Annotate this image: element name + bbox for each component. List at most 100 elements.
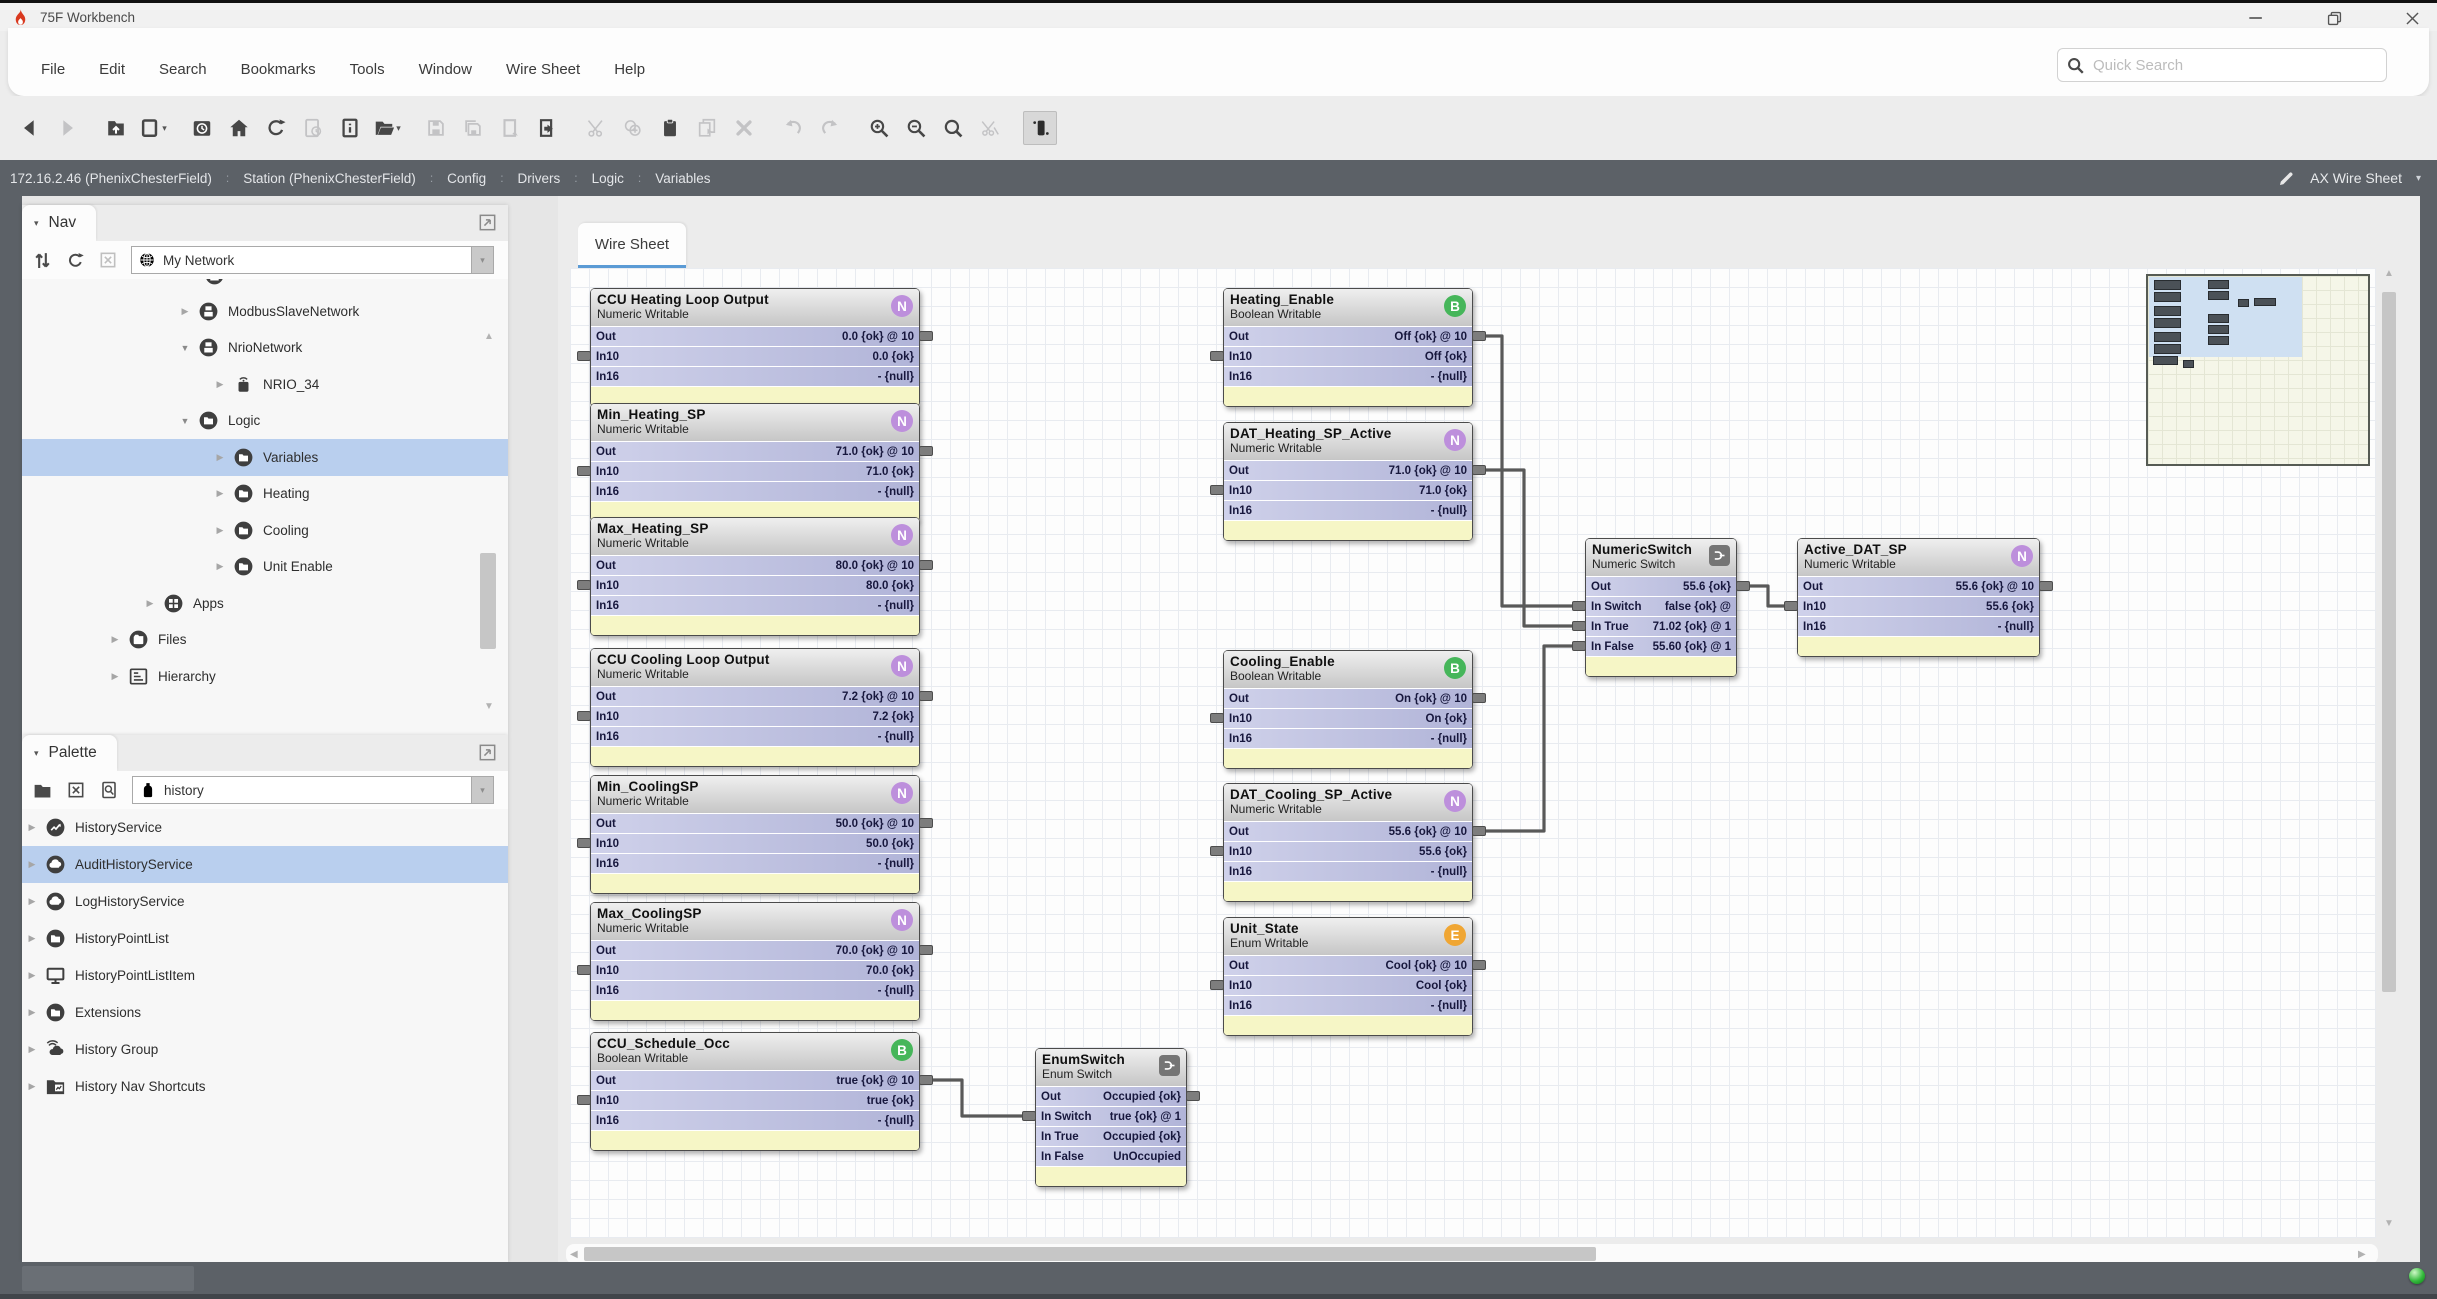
back-button[interactable]: [14, 112, 46, 144]
zoom-reset-button[interactable]: [937, 112, 969, 144]
palette-item-history-group[interactable]: ▶History Group: [22, 1031, 508, 1068]
paste-button[interactable]: [654, 112, 686, 144]
block-slot-in10[interactable]: In10Cool {ok}: [1224, 976, 1472, 995]
nav-item-unit-enable[interactable]: ▶Unit Enable: [22, 549, 508, 586]
block-header[interactable]: EnumSwitchEnum Switch: [1036, 1049, 1186, 1086]
palette-panel-tab[interactable]: ▾ Palette: [22, 735, 117, 771]
output-port[interactable]: [1472, 826, 1486, 836]
breadcrumb-logic[interactable]: Logic: [592, 171, 624, 186]
output-port[interactable]: [919, 818, 933, 828]
block-slot-in16[interactable]: In16- {null}: [591, 727, 919, 746]
block-slot-in10[interactable]: In10true {ok}: [591, 1091, 919, 1110]
nav-scrollbar-thumb[interactable]: [480, 553, 496, 649]
block-slot-out[interactable]: Out55.6 {ok} @ 10: [1224, 822, 1472, 841]
block-slot-out[interactable]: OutOccupied {ok}: [1036, 1087, 1186, 1106]
open-palette-icon[interactable]: [32, 780, 53, 801]
menu-help[interactable]: Help: [597, 53, 662, 86]
block-slot-in10[interactable]: In1050.0 {ok}: [591, 834, 919, 853]
view-selector[interactable]: AX Wire Sheet: [2310, 170, 2402, 186]
panel-caret-icon[interactable]: ▾: [34, 748, 39, 759]
block-slot-in10[interactable]: In1055.6 {ok}: [1224, 842, 1472, 861]
nav-item-apps[interactable]: ▶Apps: [22, 585, 508, 622]
block-slot-out[interactable]: Out7.2 {ok} @ 10: [591, 687, 919, 706]
expand-arrow-icon[interactable]: ▶: [105, 671, 125, 682]
block-slot-out[interactable]: Out70.0 {ok} @ 10: [591, 941, 919, 960]
output-port[interactable]: [1472, 960, 1486, 970]
block-slot-in10[interactable]: In10Off {ok}: [1224, 347, 1472, 366]
wire-tool-button[interactable]: [1023, 111, 1057, 145]
block-max-coolingsp[interactable]: Max_CoolingSPNumeric WritableNOut70.0 {o…: [590, 902, 920, 1021]
expand-arrow-icon[interactable]: ▶: [210, 452, 230, 463]
block-slot-out[interactable]: OutCool {ok} @ 10: [1224, 956, 1472, 975]
block-slot-in10[interactable]: In1071.0 {ok}: [591, 462, 919, 481]
close-palette-icon[interactable]: [66, 780, 86, 800]
block-ccu-schedule-occ[interactable]: CCU_Schedule_OccBoolean WritableBOuttrue…: [590, 1032, 920, 1151]
scroll-left-icon[interactable]: ◀: [570, 1249, 578, 1260]
block-slot-in16[interactable]: In16- {null}: [591, 1111, 919, 1130]
breadcrumb-station-phenixchesterfield[interactable]: Station (PhenixChesterField): [243, 171, 416, 186]
output-port[interactable]: [919, 691, 933, 701]
block-max-heating-sp[interactable]: Max_Heating_SPNumeric WritableNOut80.0 {…: [590, 517, 920, 636]
block-header[interactable]: Max_CoolingSPNumeric WritableN: [591, 903, 919, 940]
nav-item-nrio-34[interactable]: ▶NRIO_34: [22, 366, 508, 403]
expand-arrow-icon[interactable]: ▶: [22, 896, 42, 907]
block-slot-in16[interactable]: In16- {null}: [591, 367, 919, 386]
expand-arrow-icon[interactable]: ▶: [210, 488, 230, 499]
input-port[interactable]: [577, 466, 591, 476]
block-slot-in10[interactable]: In1055.6 {ok}: [1798, 597, 2039, 616]
expand-arrow-icon[interactable]: ▶: [22, 933, 42, 944]
menu-edit[interactable]: Edit: [82, 53, 142, 86]
scroll-right-icon[interactable]: ▶: [2358, 1249, 2366, 1260]
expand-panel-icon[interactable]: [477, 742, 498, 763]
breadcrumb-drivers[interactable]: Drivers: [518, 171, 561, 186]
block-header[interactable]: Cooling_EnableBoolean WritableB: [1224, 651, 1472, 688]
recent-button[interactable]: [186, 112, 218, 144]
input-port[interactable]: [1210, 980, 1224, 990]
input-port[interactable]: [577, 351, 591, 361]
block-header[interactable]: Unit_StateEnum WritableE: [1224, 918, 1472, 955]
input-port[interactable]: [577, 580, 591, 590]
block-header[interactable]: DAT_Heating_SP_ActiveNumeric WritableN: [1224, 423, 1472, 460]
minimize-button[interactable]: [2241, 6, 2271, 30]
vertical-scrollbar-thumb[interactable]: [2382, 292, 2396, 992]
block-slot-out[interactable]: Out71.0 {ok} @ 10: [591, 442, 919, 461]
palette-item-history-nav-shortcuts[interactable]: ▶History Nav Shortcuts: [22, 1068, 508, 1105]
expand-arrow-icon[interactable]: ▶: [210, 525, 230, 536]
block-slot-in10[interactable]: In1080.0 {ok}: [591, 576, 919, 595]
block-slot-in-switch[interactable]: In Switchtrue {ok} @ 1: [1036, 1107, 1186, 1126]
palette-item-historypointlist[interactable]: ▶HistoryPointList: [22, 920, 508, 957]
block-header[interactable]: Max_Heating_SPNumeric WritableN: [591, 518, 919, 555]
nav-item-nrionetwork[interactable]: ▼NrioNetwork: [22, 330, 508, 367]
tab-wire-sheet[interactable]: Wire Sheet: [578, 223, 686, 268]
palette-filter-dropdown[interactable]: history ▾: [132, 776, 494, 804]
scroll-down-icon[interactable]: ▼: [484, 701, 494, 712]
wire-3[interactable]: [1483, 470, 1585, 626]
edit-view-icon[interactable]: [2277, 169, 2296, 188]
output-port[interactable]: [919, 945, 933, 955]
input-port[interactable]: [1784, 601, 1798, 611]
block-cooling-enable[interactable]: Cooling_EnableBoolean WritableBOutOn {ok…: [1223, 650, 1473, 769]
output-port[interactable]: [1472, 465, 1486, 475]
block-header[interactable]: CCU Cooling Loop OutputNumeric WritableN: [591, 649, 919, 686]
block-slot-in-true[interactable]: In True71.02 {ok} @ 1: [1586, 617, 1736, 636]
block-header[interactable]: Min_CoolingSPNumeric WritableN: [591, 776, 919, 813]
block-header[interactable]: NumericSwitchNumeric Switch: [1586, 539, 1736, 576]
block-slot-in-switch[interactable]: In Switchfalse {ok} @: [1586, 597, 1736, 616]
expand-arrow-icon[interactable]: ▶: [105, 634, 125, 645]
block-slot-out[interactable]: OutOff {ok} @ 10: [1224, 327, 1472, 346]
property-sheet-button[interactable]: [334, 112, 366, 144]
wire-4[interactable]: [1483, 646, 1585, 831]
expand-arrow-icon[interactable]: ▶: [210, 561, 230, 572]
input-port[interactable]: [1572, 641, 1586, 651]
input-port[interactable]: [1572, 621, 1586, 631]
output-port[interactable]: [919, 1075, 933, 1085]
block-slot-in10[interactable]: In1070.0 {ok}: [591, 961, 919, 980]
block-slot-in16[interactable]: In16- {null}: [1224, 501, 1472, 520]
block-slot-out[interactable]: Out50.0 {ok} @ 10: [591, 814, 919, 833]
restore-button[interactable]: [2319, 6, 2349, 30]
output-port[interactable]: [2039, 581, 2053, 591]
block-slot-in10[interactable]: In100.0 {ok}: [591, 347, 919, 366]
sort-icon[interactable]: [32, 250, 53, 271]
output-port[interactable]: [1736, 581, 1750, 591]
block-slot-out[interactable]: Out71.0 {ok} @ 10: [1224, 461, 1472, 480]
